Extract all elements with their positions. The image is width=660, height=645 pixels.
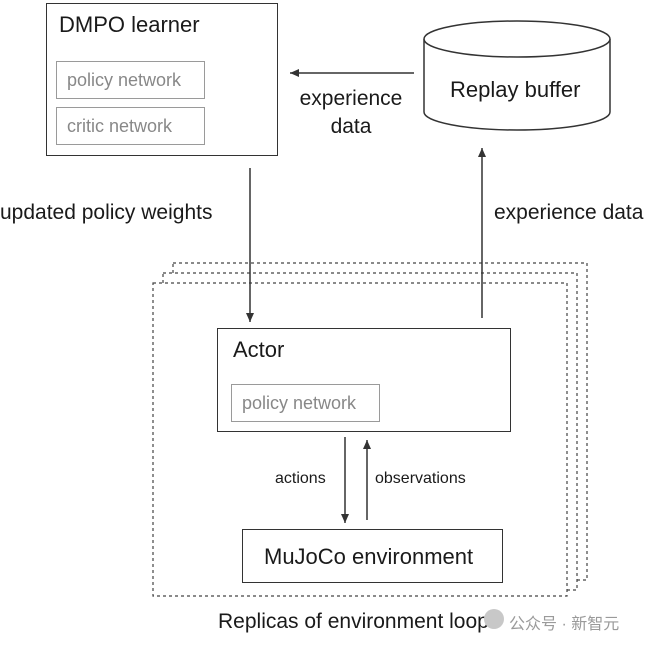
watermark-text: 公众号 · 新智元 [509, 616, 620, 633]
dmpo-learner-title: DMPO learner [59, 12, 200, 37]
learner-policy-network-box: policy network [56, 61, 205, 99]
actor-title: Actor [233, 337, 285, 362]
learner-critic-network-box: critic network [56, 107, 205, 145]
edge-label-updated-policy-weights: updated policy weights [0, 201, 213, 224]
actor-policy-network-box: policy network [231, 384, 380, 422]
mujoco-environment-label: MuJoCo environment [264, 544, 474, 569]
replay-buffer-label: Replay buffer [450, 77, 581, 102]
learner-critic-network-label: critic network [67, 116, 173, 136]
actor-policy-network-label: policy network [242, 393, 357, 413]
edge-label-observations: observations [375, 470, 466, 487]
edge-label-actor-to-buffer: experience data [494, 201, 644, 224]
watermark-logo-icon [484, 609, 504, 629]
mujoco-environment-box: MuJoCo environment [242, 529, 503, 583]
replay-buffer-cylinder [423, 20, 611, 131]
dmpo-learner-box: DMPO learner policy network critic netwo… [46, 3, 278, 156]
edge-label-actions: actions [275, 470, 326, 487]
learner-policy-network-label: policy network [67, 70, 182, 90]
actor-box: Actor policy network [217, 328, 511, 432]
replicas-caption: Replicas of environment loops [218, 610, 500, 633]
edge-label-buffer-to-learner: experience data [299, 87, 403, 138]
